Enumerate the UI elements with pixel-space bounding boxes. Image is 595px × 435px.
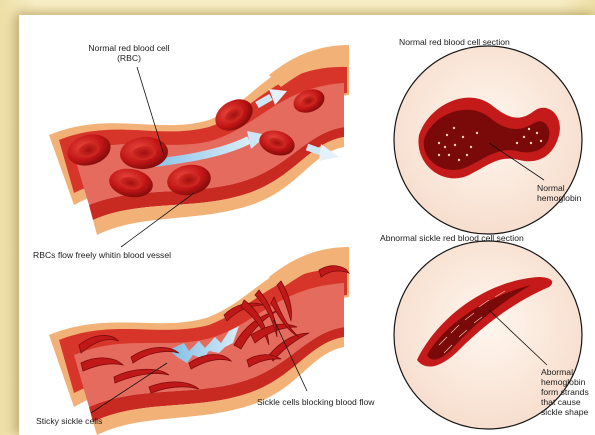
label-abnormal-hemoglobin-line5: sickle shape [541, 408, 589, 418]
label-sickle-blocking: Sickle cells blocking blood flow [257, 398, 375, 408]
diagram-panel: Normal red blood cell (RBC) RBCs flow fr… [19, 15, 595, 435]
label-normal-rbc: Normal red blood cell (RBC) [74, 44, 184, 64]
normal-cell-section [394, 46, 582, 234]
label-abnormal-hemoglobin: Abormal hemoglobin form strands that cau… [541, 368, 589, 417]
sickle-cell-illustration [19, 15, 595, 435]
label-normal-section: Normal red blood cell section [399, 38, 510, 48]
label-abnormal-section: Abnormal sickle red blood cell section [380, 234, 524, 244]
label-sticky-sickle: Sticky sickle cells [36, 417, 102, 427]
label-normal-hemoglobin-line2: hemoglobin [537, 194, 581, 204]
label-normal-hemoglobin: Normal hemoglobin [537, 184, 581, 204]
label-rbc-flow: RBCs flow freely whitin blood vessel [33, 251, 171, 261]
label-normal-rbc-line2: (RBC) [74, 54, 184, 64]
